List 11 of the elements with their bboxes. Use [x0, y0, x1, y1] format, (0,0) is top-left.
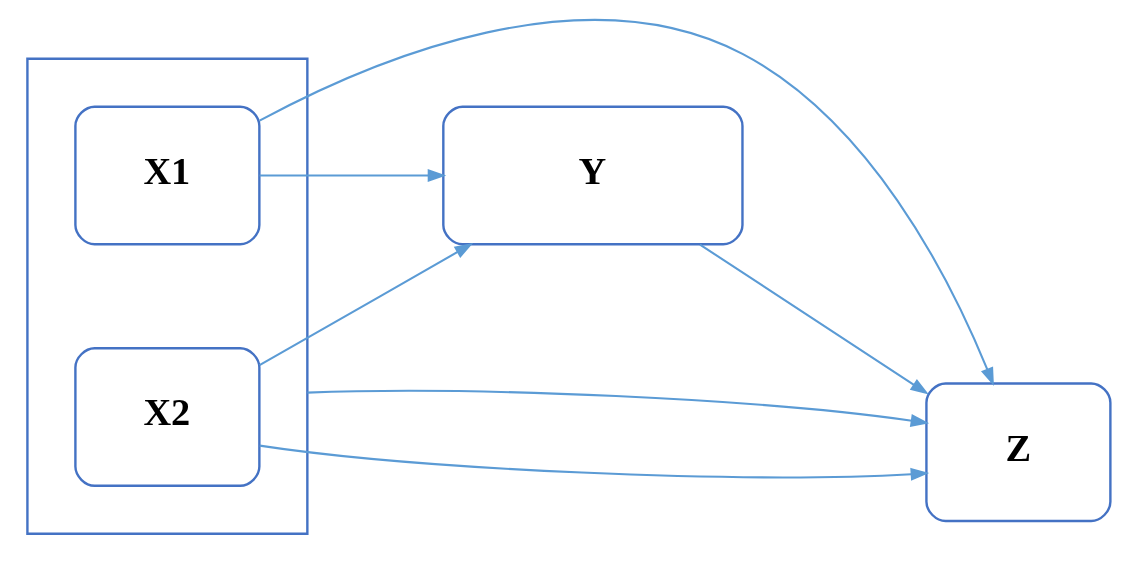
arrow	[259, 242, 474, 366]
node-box: Y	[442, 105, 744, 245]
node-box: Z	[925, 381, 1112, 522]
arrow	[699, 243, 929, 395]
node-box: X2	[74, 346, 261, 487]
arrow	[259, 444, 930, 481]
arrow	[259, 19, 994, 386]
node-box: X1	[74, 105, 261, 245]
arrow	[307, 389, 930, 427]
arrow	[259, 168, 447, 182]
cluster	[26, 57, 309, 535]
